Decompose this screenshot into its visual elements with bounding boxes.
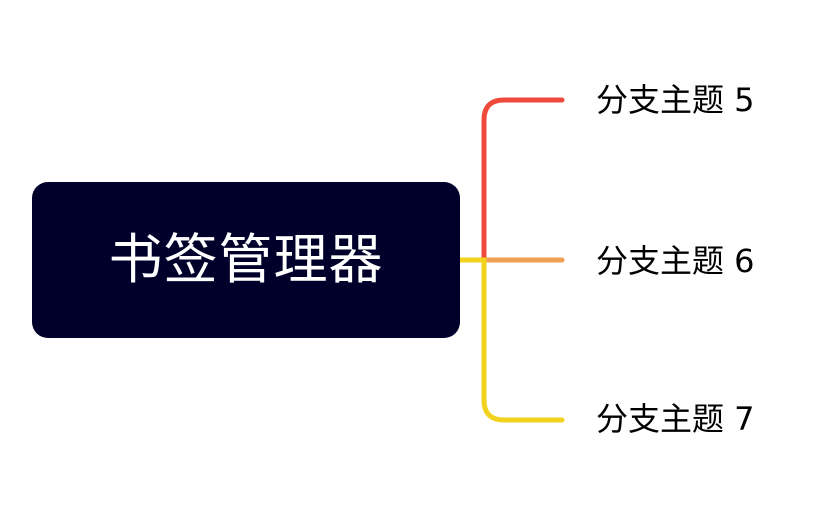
branch-topic-5[interactable]: 分支主题 5 [596,81,755,119]
connector-branch-7 [457,257,565,423]
branch-topic-7[interactable]: 分支主题 7 [596,400,755,438]
root-topic-label: 书签管理器 [108,228,384,291]
branch-topic-6[interactable]: 分支主题 6 [596,242,755,280]
connector-branch-5 [481,97,565,263]
root-topic[interactable]: 书签管理器 [32,182,460,338]
